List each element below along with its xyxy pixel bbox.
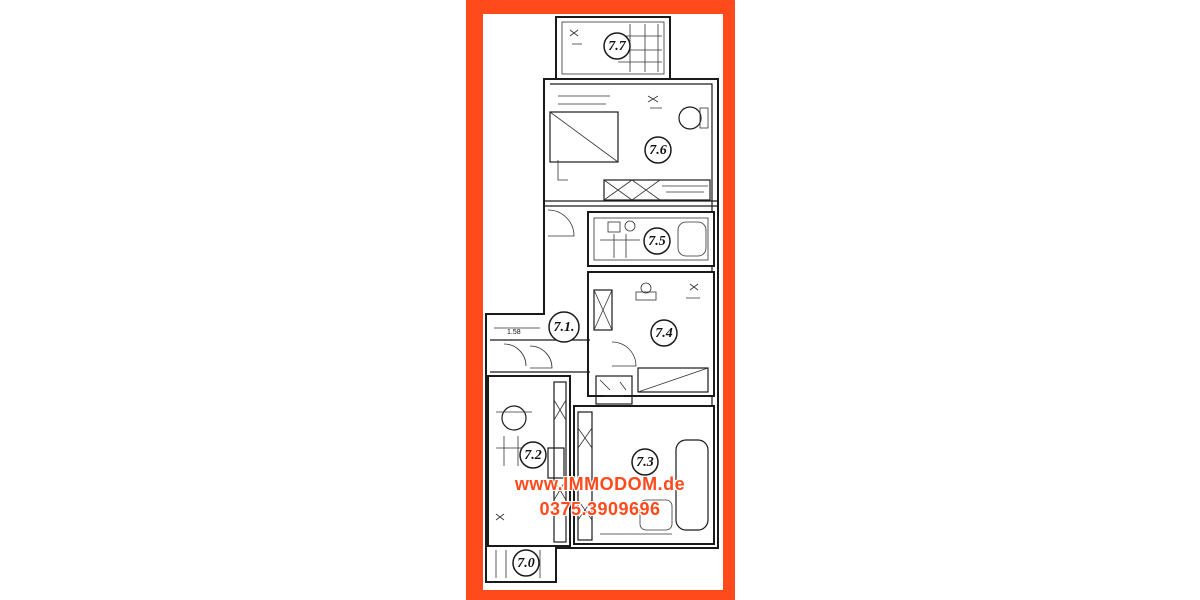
- room-hallway: 1.58: [490, 327, 633, 405]
- watermark-phone: 0375.3909696: [539, 499, 661, 519]
- room-bedroom: [544, 95, 718, 207]
- svg-text:7.3: 7.3: [636, 455, 654, 470]
- room-labels: 7.7 7.6 7.5 7.4 7.1. 7.2 7.3 7.0: [512, 32, 678, 577]
- label-7-2: 7.2: [519, 441, 547, 469]
- label-7-7: 7.7: [603, 32, 631, 60]
- svg-text:7.5: 7.5: [648, 234, 666, 249]
- label-7-5: 7.5: [643, 227, 671, 255]
- svg-text:7.7: 7.7: [608, 39, 627, 54]
- watermark-url: www.IMMODOM.de: [514, 474, 686, 494]
- svg-text:7.4: 7.4: [655, 326, 673, 341]
- svg-text:7.2: 7.2: [524, 448, 542, 463]
- label-7-3: 7.3: [631, 448, 659, 476]
- label-7-1: 7.1.: [548, 311, 580, 343]
- svg-text:7.0: 7.0: [517, 556, 535, 571]
- dimension-note: 1.58: [507, 329, 521, 336]
- label-7-6: 7.6: [644, 136, 672, 164]
- label-7-0: 7.0: [512, 549, 540, 577]
- svg-text:7.1.: 7.1.: [554, 320, 575, 335]
- svg-text:7.6: 7.6: [649, 143, 667, 158]
- label-7-4: 7.4: [650, 319, 678, 347]
